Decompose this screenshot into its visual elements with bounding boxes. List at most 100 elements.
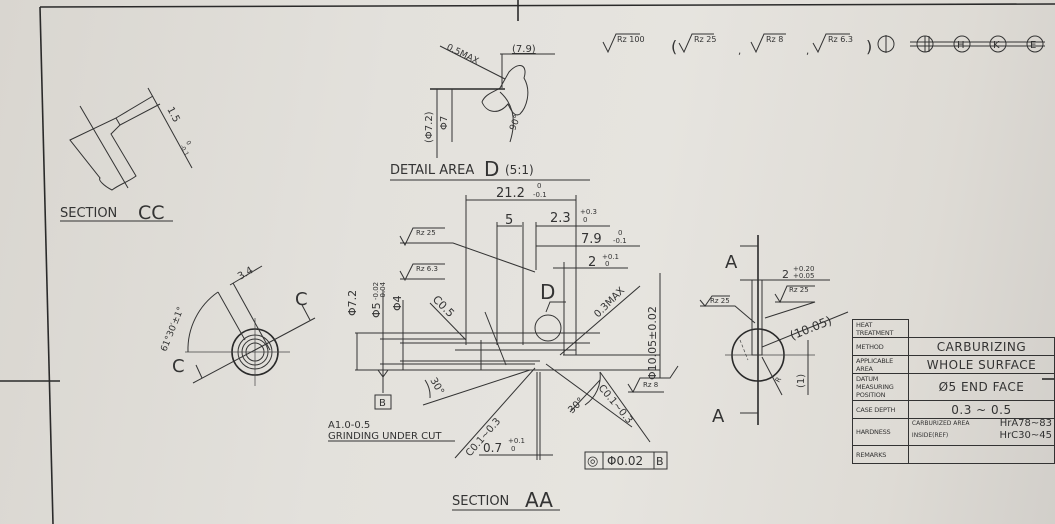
svg-text:CC: CC: [138, 202, 165, 224]
svg-text:GRINDING UNDER CUT: GRINDING UNDER CUT: [328, 431, 442, 442]
svg-text:+0.20: +0.20: [793, 265, 814, 273]
svg-text:SECTION: SECTION: [60, 206, 117, 221]
table-row: REMARKS: [852, 445, 1055, 464]
svg-text:Rz 100: Rz 100: [617, 35, 645, 44]
row-label: REMARKS: [852, 445, 909, 464]
end-view-c: 3.4 61°30′±1° C C: [160, 265, 316, 386]
svg-text:B: B: [379, 398, 386, 409]
table-row: METHOD CARBURIZING: [852, 337, 1055, 356]
svg-text:(: (: [671, 37, 677, 56]
svg-text:+0.3: +0.3: [580, 208, 597, 216]
svg-text:A1.0-0.5: A1.0-0.5: [328, 420, 370, 431]
section-cc: 1.5 0 -0.1 SECTION CC: [60, 87, 193, 224]
remarks-value: [907, 445, 1055, 464]
svg-text:+0.1: +0.1: [602, 253, 619, 261]
svg-text:Rz 6.3: Rz 6.3: [416, 265, 438, 273]
svg-text:Φ4: Φ4: [391, 295, 404, 311]
svg-text:-0.04: -0.04: [379, 281, 387, 300]
roughness-legend: Rz 100 ( Rz 25 , Rz 8 , Rz 6.3 ) H K E: [602, 33, 1045, 57]
svg-text:Rz 25: Rz 25: [789, 286, 809, 294]
table-row: DATUM MEASURING POSITION Ø5 END FACE: [852, 373, 1055, 401]
table-header: HEAT TREATMENT: [852, 319, 909, 338]
svg-text:◎: ◎: [587, 454, 598, 469]
svg-text:Φ0.02: Φ0.02: [607, 454, 643, 468]
svg-text:30°: 30°: [566, 396, 586, 416]
svg-text:SECTION: SECTION: [452, 494, 509, 509]
svg-text:Rz 25: Rz 25: [694, 35, 716, 44]
struck-symbols: H K E: [910, 35, 1045, 53]
svg-text:D: D: [484, 157, 499, 181]
row-label: HARDNESS: [852, 418, 909, 446]
svg-text:61°30′±1°: 61°30′±1°: [160, 306, 187, 354]
table-row: HEAT TREATMENT: [852, 319, 1055, 338]
svg-text:): ): [866, 37, 872, 56]
table-row: APPLICABLE AREA WHOLE SURFACE: [852, 355, 1055, 374]
svg-text:Rz 25: Rz 25: [416, 229, 436, 237]
svg-text:5: 5: [505, 213, 513, 228]
svg-text:DETAIL AREA: DETAIL AREA: [390, 163, 474, 178]
view-a: A A 2 +0.20 +0.05 Rz 25 Rz 25 (10.05) R …: [699, 235, 849, 427]
svg-text:A: A: [712, 406, 725, 427]
svg-text:0: 0: [605, 260, 609, 268]
svg-text:(5:1): (5:1): [505, 163, 534, 177]
svg-text:0.3MAX: 0.3MAX: [592, 285, 627, 320]
row-label: APPLICABLE AREA: [852, 355, 909, 374]
svg-text:Rz 6.3: Rz 6.3: [828, 35, 853, 44]
svg-text:+0.1: +0.1: [508, 437, 525, 445]
svg-text:+0.05: +0.05: [793, 272, 814, 280]
row-label: METHOD: [852, 337, 909, 356]
struck-e-circle: E: [1026, 35, 1044, 53]
svg-text:(Φ7.2): (Φ7.2): [424, 111, 435, 143]
svg-text:-0.1: -0.1: [613, 237, 627, 245]
svg-text:(10.05): (10.05): [788, 313, 834, 342]
svg-text:K: K: [993, 40, 1000, 51]
svg-text:Φ10.05±0.02: Φ10.05±0.02: [646, 306, 659, 380]
svg-text:0: 0: [511, 445, 515, 453]
row-value: WHOLE SURFACE: [907, 355, 1055, 374]
svg-text:D: D: [540, 280, 555, 304]
svg-text:2: 2: [588, 255, 596, 270]
svg-text:-0.1: -0.1: [533, 191, 547, 199]
svg-text:E: E: [1030, 40, 1036, 51]
svg-text:0.7: 0.7: [483, 441, 502, 455]
svg-text:(7.9): (7.9): [512, 44, 536, 55]
svg-text:2.3: 2.3: [550, 211, 571, 226]
svg-text:3.4: 3.4: [236, 265, 255, 282]
svg-text:-0.02: -0.02: [372, 282, 380, 300]
svg-text:R: R: [774, 376, 783, 384]
hardness-value-1: HrA78~83: [999, 418, 1052, 429]
hardness-area-2: INSIDE(REF): [911, 432, 949, 439]
svg-text:,: ,: [738, 46, 741, 57]
svg-text:A: A: [725, 252, 738, 273]
svg-text:0: 0: [184, 140, 192, 147]
struck-cross-circle: [916, 35, 934, 53]
svg-text:H: H: [957, 40, 965, 51]
svg-text:21.2: 21.2: [496, 186, 525, 201]
svg-text:Rz 25: Rz 25: [710, 297, 730, 305]
phi-circle-symbol: [877, 35, 895, 53]
svg-text:B: B: [656, 455, 664, 468]
struck-h-circle: H: [953, 35, 971, 53]
detail-area-d: 0.5MAX (7.9) (Φ7.2) Φ7 90° DETAIL AREA D…: [390, 43, 590, 181]
svg-text:C: C: [172, 356, 185, 377]
svg-text:Φ7: Φ7: [439, 116, 450, 130]
svg-text:Φ5: Φ5: [370, 302, 383, 318]
svg-text:Rz 8: Rz 8: [643, 381, 658, 389]
svg-text:Rz 8: Rz 8: [766, 35, 783, 44]
row-value: 0.3 ~ 0.5: [907, 400, 1055, 419]
row-label: CASE DEPTH: [852, 400, 909, 419]
concentricity-frame: ◎ Φ0.02 B: [584, 451, 668, 470]
svg-text:0: 0: [618, 229, 622, 237]
hardness-area-1: CARBURIZED AREA: [911, 420, 970, 427]
svg-text:2: 2: [782, 268, 789, 281]
svg-text:C: C: [295, 289, 308, 310]
heat-treatment-table: HEAT TREATMENT METHOD CARBURIZING APPLIC…: [852, 319, 1055, 464]
svg-text:(1): (1): [796, 374, 807, 388]
row-label: DATUM MEASURING POSITION: [852, 373, 909, 401]
svg-text:0.5MAX: 0.5MAX: [445, 43, 480, 67]
row-value: Ø5 END FACE: [907, 373, 1055, 401]
svg-text:,: ,: [806, 46, 809, 57]
table-row: HARDNESS CARBURIZED AREA HrA78~83 INSIDE(…: [852, 418, 1055, 446]
